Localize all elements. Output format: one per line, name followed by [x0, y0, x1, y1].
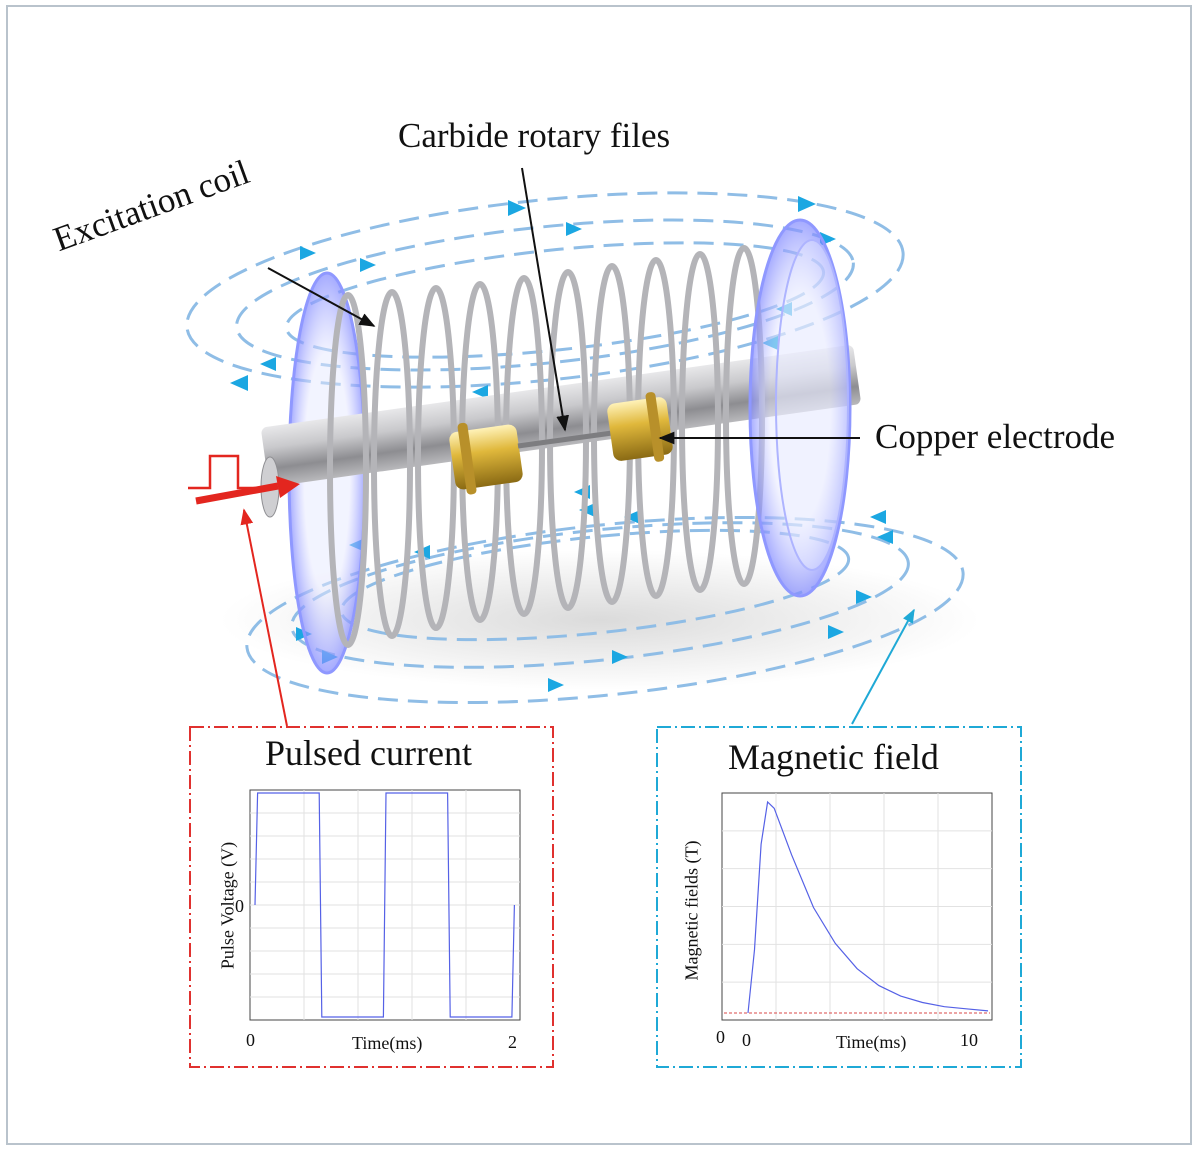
- magnetic-panel-title: Magnetic field: [728, 737, 939, 777]
- field-direction-arrows: [230, 196, 893, 692]
- magnetic-leader: [851, 608, 915, 725]
- pulse-symbol: [188, 454, 266, 490]
- magnetic-x-tick-end: 10: [960, 1030, 978, 1050]
- pulse-y-tick-zero: 0: [235, 896, 244, 916]
- magnetic-field-series: [747, 800, 989, 1014]
- carbide-rotary-files-label: Carbide rotary files: [398, 116, 671, 155]
- field-arrow: [360, 258, 376, 272]
- current-arrow-head: [276, 476, 300, 498]
- right-end-disk: [748, 218, 852, 598]
- field-arrow: [260, 357, 276, 371]
- pulse-panel-frame: [189, 726, 554, 1068]
- carbide-file-shaft: [517, 430, 613, 449]
- field-arrow: [566, 222, 582, 236]
- magnetic-y-tick-zero: 0: [716, 1027, 725, 1047]
- magnetic-y-axis-label: Magnetic fields (T): [681, 840, 702, 981]
- magnetic-x-tick-start: 0: [742, 1030, 751, 1050]
- right-end-disk-face: [775, 239, 849, 571]
- field-arrow: [798, 196, 816, 212]
- coil-leader: [267, 267, 376, 327]
- figure-frame: [6, 5, 1192, 1145]
- magnetic-grid: [722, 793, 992, 1020]
- field-arrow: [612, 650, 628, 664]
- left-brass-electrode: [449, 422, 523, 495]
- field-arrow: [548, 678, 564, 692]
- pulse-x-axis-label: Time(ms): [352, 1033, 423, 1053]
- pulse-panel-title: Pulsed current: [265, 733, 472, 773]
- field-arrow: [856, 590, 872, 604]
- pulse-chart: [249, 789, 521, 1021]
- carbide-leader: [521, 167, 569, 432]
- pulse-x-tick-end: 2: [508, 1032, 517, 1052]
- field-arrow: [508, 200, 526, 216]
- field-arrow: [877, 530, 893, 544]
- current-input-arrow: [195, 482, 279, 505]
- magnetic-x-axis-label: Time(ms): [836, 1032, 907, 1052]
- copper-electrode-label: Copper electrode: [875, 417, 1116, 456]
- field-arrow: [300, 246, 316, 260]
- pulse-x-tick-start: 0: [246, 1030, 255, 1050]
- field-arrow: [828, 625, 844, 639]
- field-arrow: [624, 510, 640, 524]
- field-arrow: [230, 375, 248, 391]
- field-arrow: [870, 510, 886, 524]
- pulse-voltage-series: [254, 792, 515, 1018]
- pulse-leader: [240, 508, 288, 727]
- magnetic-chart: [721, 792, 993, 1021]
- field-arrow: [472, 385, 488, 399]
- magnetic-panel-frame: [656, 726, 1022, 1068]
